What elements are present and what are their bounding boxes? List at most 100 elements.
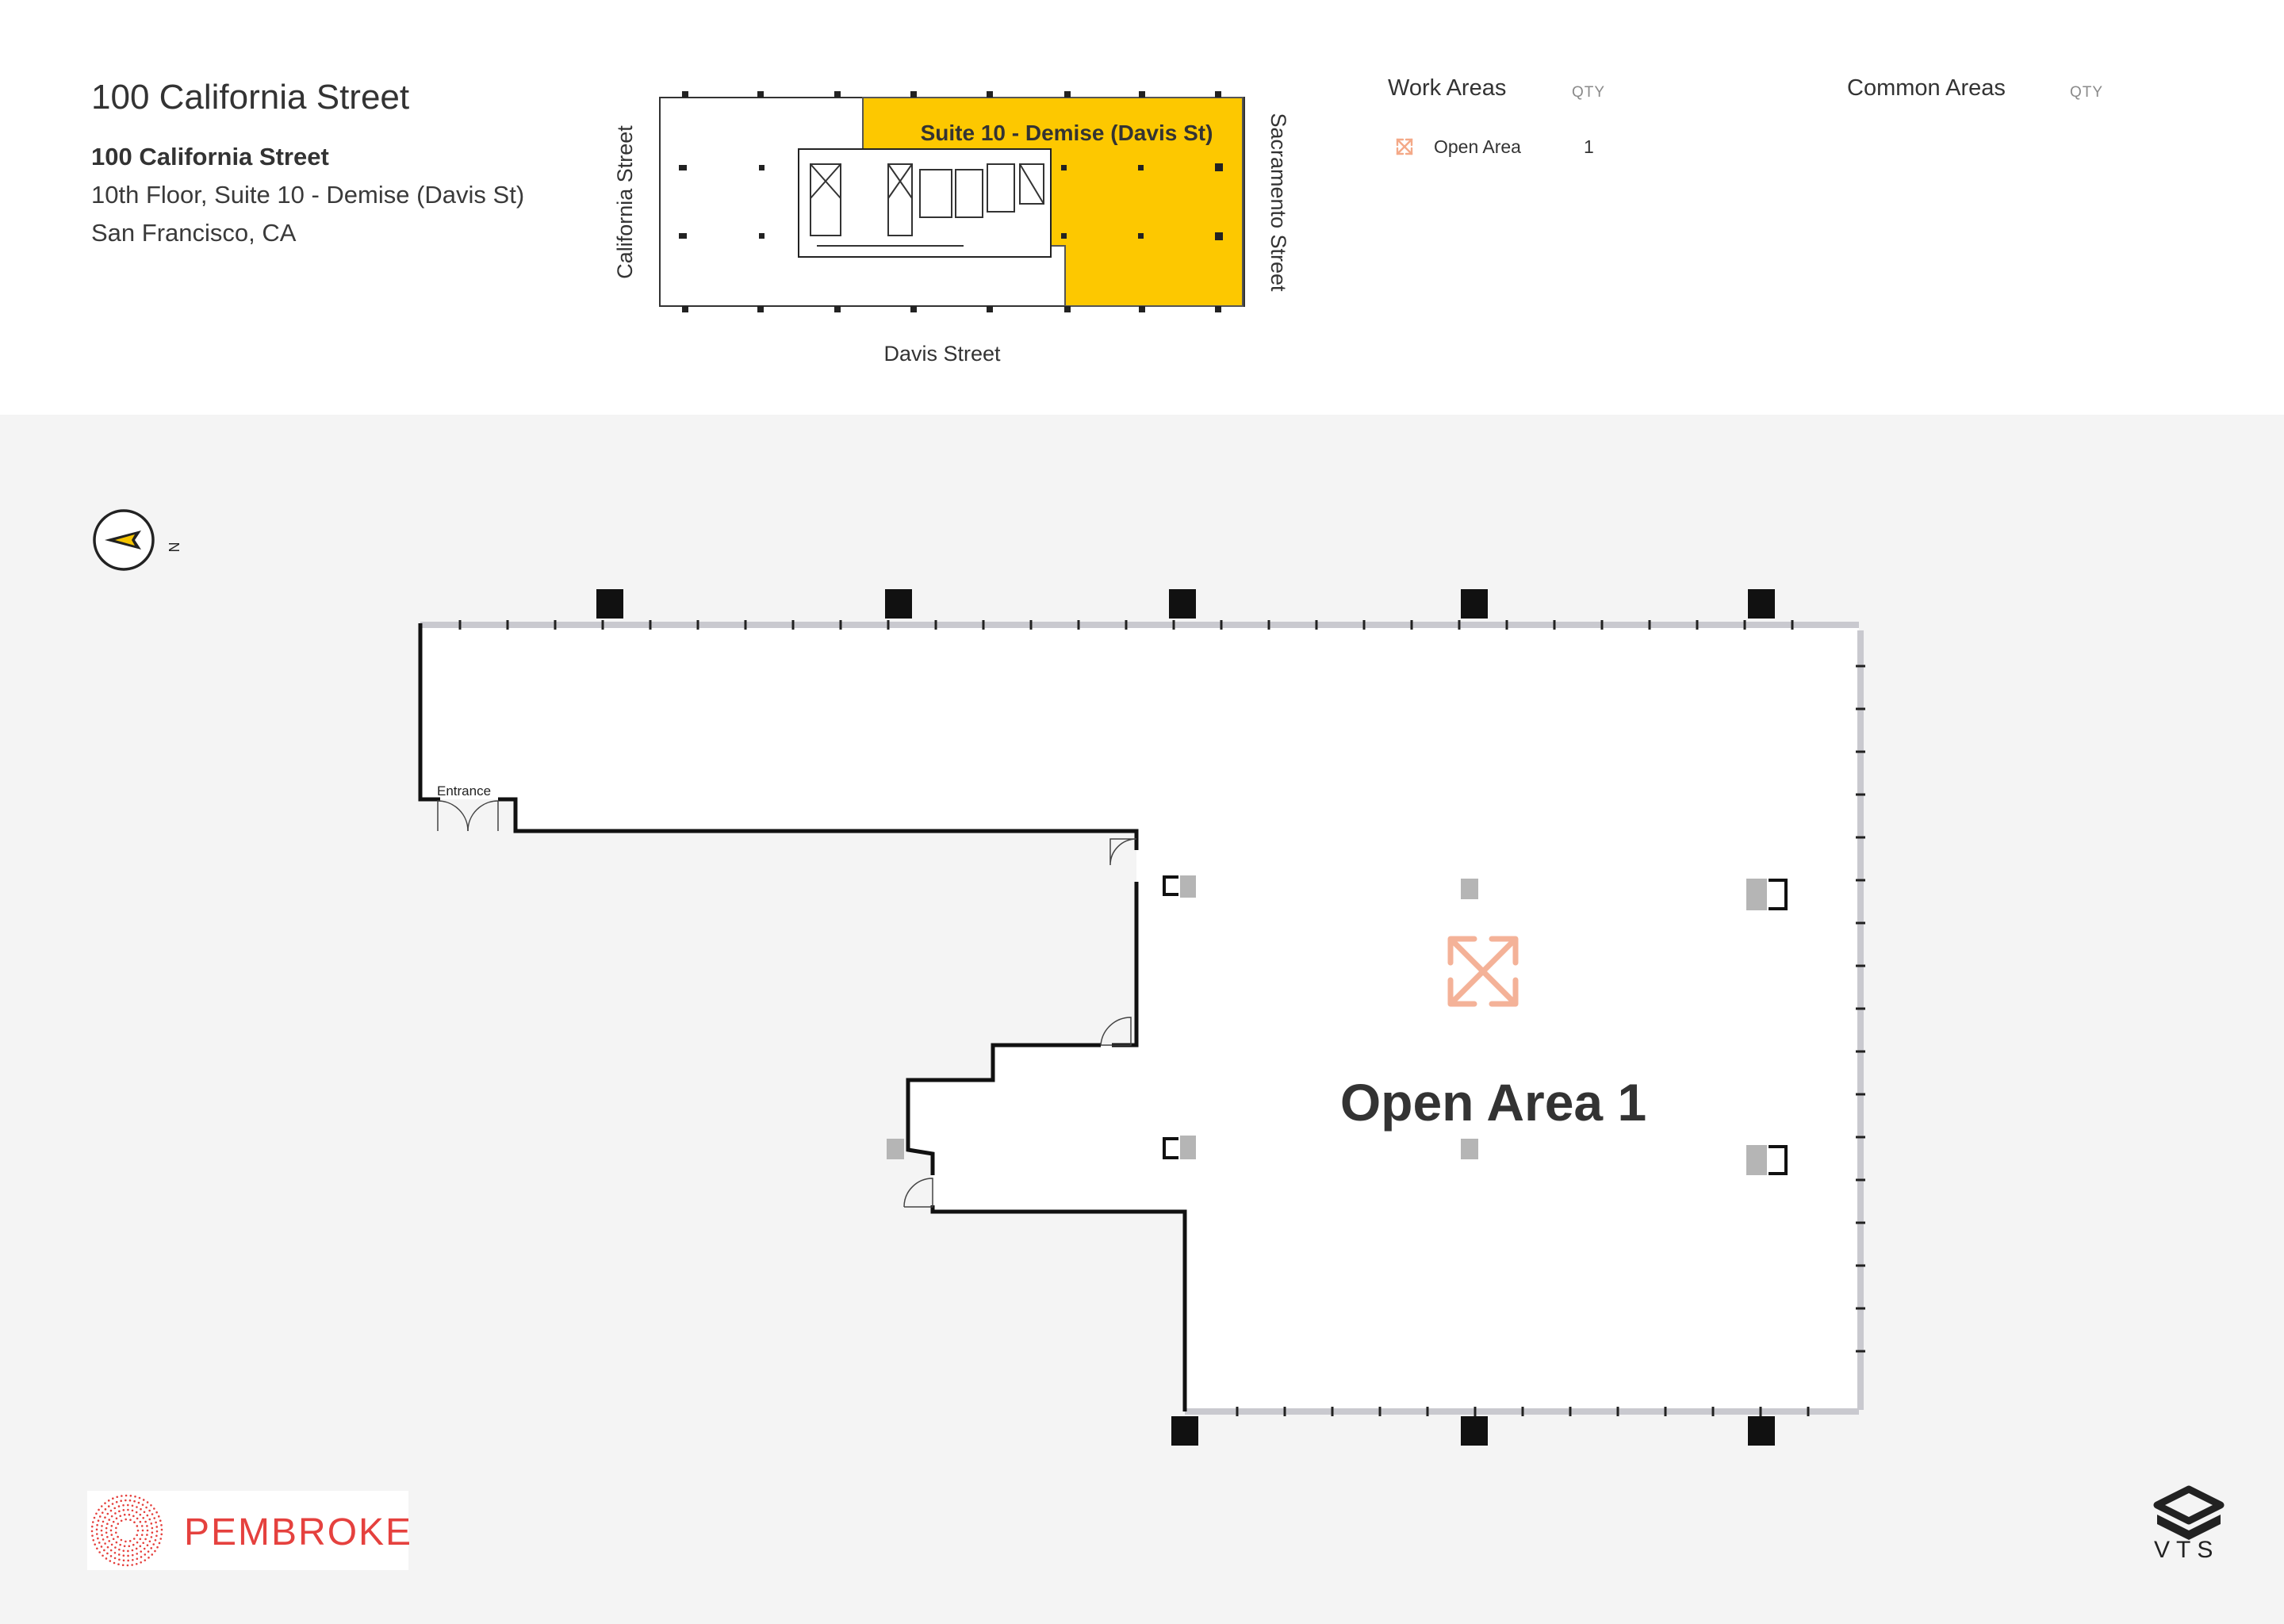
- pembroke-dot: [153, 1507, 155, 1510]
- pembroke-dot: [140, 1561, 142, 1564]
- pembroke-dot: [148, 1557, 150, 1559]
- pembroke-dot: [146, 1544, 149, 1546]
- pembroke-dot: [151, 1526, 154, 1530]
- pembroke-dot: [106, 1512, 109, 1515]
- pembroke-dot: [100, 1545, 103, 1548]
- pembroke-dot: [110, 1525, 113, 1527]
- pembroke-dot: [136, 1557, 139, 1561]
- pembroke-dot: [117, 1535, 119, 1538]
- pembroke-dot: [155, 1530, 159, 1533]
- pembroke-dot: [118, 1558, 121, 1561]
- pembroke-dot: [160, 1524, 163, 1526]
- pembroke-dot: [151, 1531, 154, 1534]
- pembroke-dot: [117, 1505, 121, 1507]
- pembroke-dot: [101, 1525, 103, 1527]
- pembroke-dot: [144, 1538, 147, 1541]
- pembroke-dot: [143, 1547, 146, 1550]
- open-area-floor: [420, 625, 1859, 1413]
- pembroke-dot: [114, 1531, 117, 1534]
- pembroke-dot: [120, 1500, 122, 1503]
- pembroke-dot: [154, 1549, 156, 1553]
- pembroke-dot: [96, 1547, 98, 1550]
- pembroke-dot: [109, 1549, 113, 1552]
- pembroke-dot: [138, 1496, 141, 1500]
- key-plan: Suite 10 - Demise (Davis St) California …: [613, 91, 1290, 366]
- pembroke-dot: [120, 1538, 123, 1542]
- pembroke-dot: [108, 1540, 111, 1542]
- pembroke-dot: [111, 1503, 114, 1505]
- pembroke-dot: [121, 1564, 125, 1567]
- pembroke-dot: [91, 1521, 94, 1523]
- pembroke-dot: [147, 1550, 150, 1553]
- pembroke-dot: [110, 1543, 113, 1546]
- pembroke-dot: [156, 1545, 159, 1549]
- pembroke-dot: [155, 1521, 157, 1524]
- vts-mark-icon: [2153, 1485, 2225, 1540]
- pembroke-dot: [140, 1507, 142, 1511]
- pembroke-dot: [144, 1520, 147, 1523]
- legend-item-qty: 1: [1584, 136, 1594, 157]
- pembroke-dot: [95, 1512, 98, 1515]
- pembroke-dot: [127, 1549, 129, 1553]
- pembroke-dot: [115, 1500, 118, 1503]
- pembroke-dot: [148, 1540, 151, 1543]
- pembroke-dot: [109, 1509, 113, 1512]
- pembroke-dot: [122, 1549, 125, 1552]
- pembroke-dot: [128, 1513, 131, 1516]
- pembroke-dot: [143, 1511, 146, 1514]
- pembroke-dot: [106, 1535, 109, 1538]
- pembroke-dot: [136, 1525, 139, 1527]
- exterior-columns: [596, 589, 1775, 1446]
- pembroke-mark-icon: [90, 1494, 163, 1567]
- pembroke-dot: [118, 1510, 121, 1513]
- pembroke-dot: [109, 1555, 113, 1557]
- entrance-label: Entrance: [437, 783, 491, 799]
- pembroke-dot: [91, 1534, 94, 1537]
- pembroke-dot: [135, 1562, 138, 1565]
- pembroke-dot: [148, 1518, 151, 1521]
- pembroke-dot: [104, 1516, 106, 1519]
- pembroke-dot: [131, 1504, 134, 1507]
- pembroke-dot: [150, 1522, 153, 1525]
- pembroke-dot: [106, 1545, 109, 1549]
- open-area-label: Open Area 1: [1340, 1073, 1646, 1132]
- common-areas-heading: Common Areas: [1847, 75, 2006, 101]
- pembroke-dot: [133, 1521, 136, 1524]
- compass-label: N: [166, 542, 182, 553]
- pembroke-dot: [101, 1511, 104, 1514]
- pembroke-dot: [115, 1541, 118, 1544]
- pembroke-dot: [102, 1538, 105, 1541]
- pembroke-dot: [155, 1511, 158, 1514]
- pembroke-dot: [108, 1519, 111, 1521]
- pembroke-dot: [141, 1503, 144, 1506]
- pembroke-dot: [100, 1529, 103, 1532]
- pembroke-dot: [125, 1494, 128, 1497]
- pembroke-dot: [135, 1547, 138, 1550]
- pembroke-dot: [151, 1513, 154, 1515]
- pembroke-dot: [106, 1552, 109, 1555]
- pembroke-dot: [122, 1554, 125, 1557]
- pembroke-dot: [125, 1518, 127, 1521]
- pembroke-dot: [109, 1529, 113, 1532]
- pembroke-dot: [112, 1520, 115, 1523]
- pembroke-dot: [142, 1499, 145, 1501]
- pembroke-dot: [122, 1504, 125, 1507]
- pembroke-dot: [127, 1508, 129, 1511]
- pembroke-dot: [114, 1546, 117, 1549]
- work-areas-heading: Work Areas: [1388, 75, 1507, 101]
- pembroke-dot: [155, 1526, 159, 1528]
- pembroke-dot: [158, 1542, 161, 1545]
- pembroke-dot: [107, 1500, 110, 1502]
- compass: N: [93, 509, 182, 571]
- pembroke-dot: [105, 1526, 108, 1530]
- pembroke-dot: [141, 1529, 144, 1532]
- pembroke-dot: [121, 1495, 123, 1497]
- pembroke-dot: [148, 1509, 151, 1512]
- pembroke-dot: [102, 1554, 104, 1557]
- pembroke-dot: [146, 1501, 149, 1503]
- pembroke-dot: [136, 1534, 139, 1537]
- pembroke-dot: [159, 1519, 162, 1522]
- common-qty-heading: QTY: [2070, 84, 2104, 101]
- pembroke-dot: [150, 1536, 153, 1538]
- pembroke-dot: [93, 1516, 96, 1519]
